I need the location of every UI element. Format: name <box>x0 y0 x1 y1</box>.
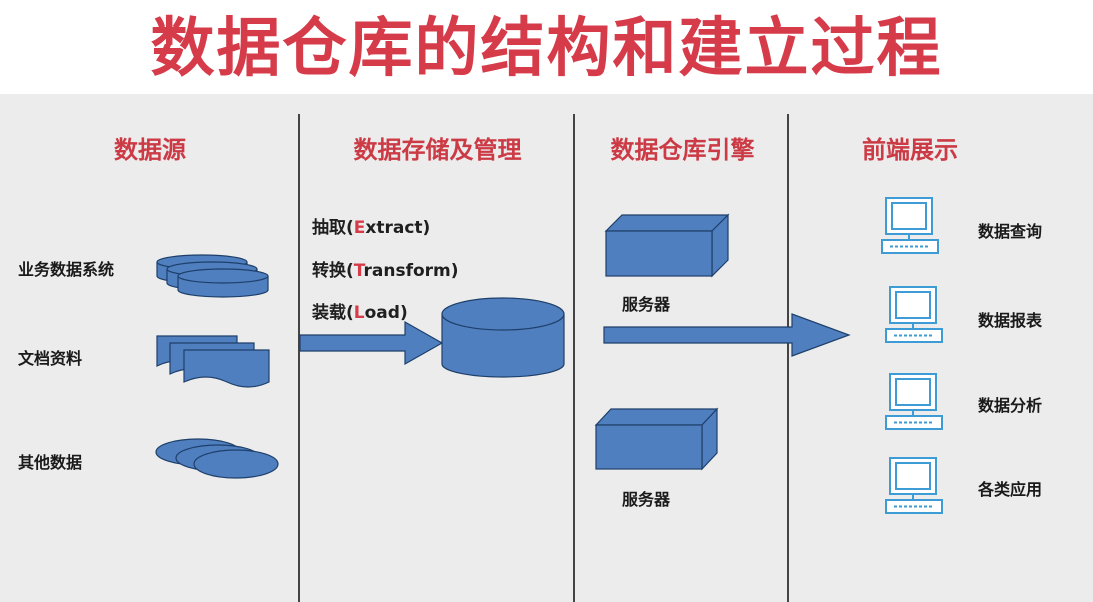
computer-icon <box>885 457 943 514</box>
frontend-label-query: 数据查询 <box>978 222 1043 241</box>
server-label: 服务器 <box>622 490 671 509</box>
column-divider <box>787 114 789 602</box>
source-label-business: 业务数据系统 <box>18 260 115 279</box>
source-label-documents: 文档资料 <box>18 349 83 368</box>
column-divider <box>573 114 575 602</box>
frontend-label-apps: 各类应用 <box>978 480 1043 499</box>
database-cylinder-icon <box>441 297 565 378</box>
stacked-disks-icon <box>155 438 279 479</box>
computer-icon <box>885 373 943 430</box>
source-label-other: 其他数据 <box>18 453 83 472</box>
etl-transform: 转换(Transform) <box>312 261 459 281</box>
server-label: 服务器 <box>622 295 671 314</box>
flow-arrow <box>299 320 444 366</box>
frontend-label-analysis: 数据分析 <box>978 396 1043 415</box>
computer-icon <box>885 286 943 343</box>
etl-load: 装载(Load) <box>312 303 408 323</box>
column-heading-source: 数据源 <box>114 136 186 164</box>
server-box-icon <box>594 407 719 471</box>
server-box-icon <box>604 213 730 278</box>
flow-arrow <box>603 313 851 357</box>
page-title: 数据仓库的结构和建立过程 <box>150 12 943 86</box>
column-heading-storage: 数据存储及管理 <box>353 136 522 164</box>
column-heading-frontend: 前端展示 <box>862 136 958 164</box>
column-divider <box>298 114 300 602</box>
computer-icon <box>881 197 939 254</box>
column-heading-engine: 数据仓库引擎 <box>610 136 755 164</box>
etl-extract: 抽取(Extract) <box>312 218 431 238</box>
frontend-label-report: 数据报表 <box>978 311 1043 330</box>
stacked-cylinders-icon <box>156 254 269 298</box>
document-stack-icon <box>156 335 270 388</box>
